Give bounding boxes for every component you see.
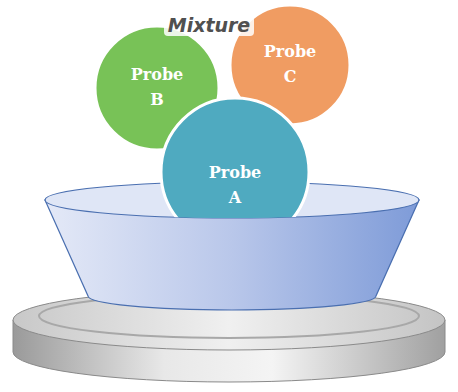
probe-circle: Probe A bbox=[159, 96, 311, 248]
mixture-label: Mixture bbox=[164, 14, 255, 36]
circle-fill bbox=[161, 98, 309, 246]
probe-label: Probe C bbox=[264, 40, 317, 90]
probe-label: Probe A bbox=[209, 161, 262, 211]
probe-label: Probe B bbox=[131, 63, 184, 113]
